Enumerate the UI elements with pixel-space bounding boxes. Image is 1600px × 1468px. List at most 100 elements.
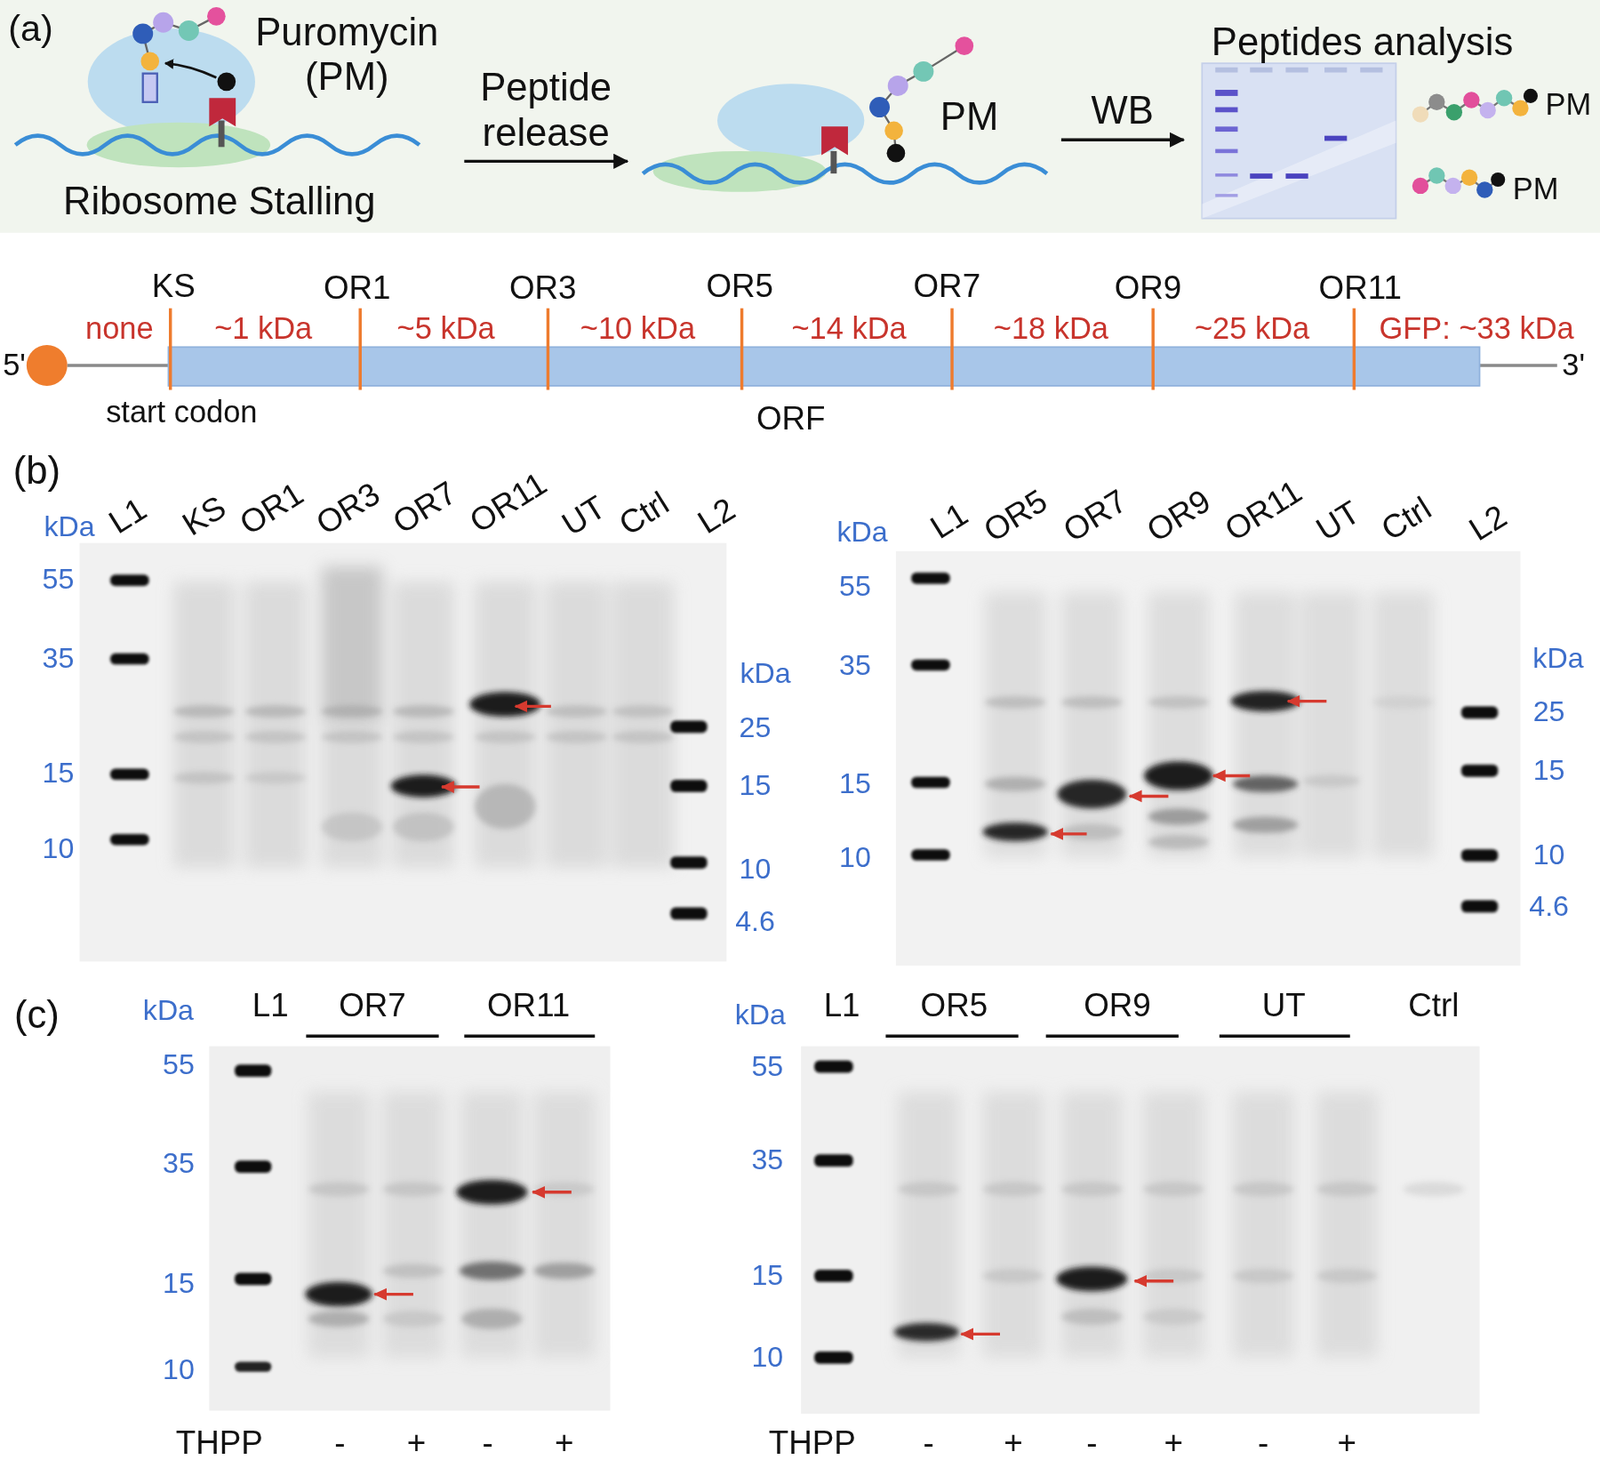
red-arrow xyxy=(532,1190,572,1193)
western-blot xyxy=(173,691,673,841)
western-blot xyxy=(911,776,951,789)
text-label: (b) xyxy=(13,448,61,494)
peptide-chain xyxy=(1476,181,1493,198)
western-blot xyxy=(474,784,536,830)
red-arrow xyxy=(1213,774,1250,777)
gel-illustration xyxy=(1201,63,1396,218)
western-blot xyxy=(670,856,707,869)
lane-label: OR9 xyxy=(1141,483,1216,547)
orf-map xyxy=(359,308,362,391)
western-blot xyxy=(321,730,384,744)
lane-underline xyxy=(1046,1033,1179,1037)
orf-map xyxy=(1151,308,1154,391)
stage-text: Puromycin (PM) xyxy=(245,9,450,99)
lane-label: OR11 xyxy=(1219,474,1308,547)
stage-text: PM xyxy=(1512,171,1560,208)
western-blot xyxy=(1372,696,1434,709)
peptide-chain xyxy=(1445,177,1462,194)
marker-size-label: 35 xyxy=(751,1144,784,1177)
orf-map xyxy=(546,308,550,391)
western-blot xyxy=(1232,1181,1295,1196)
western-blot xyxy=(173,566,673,868)
lane-label: L1 xyxy=(925,496,974,544)
western-blot xyxy=(984,776,1047,792)
text-label: OR11 xyxy=(1319,269,1402,307)
western-blot xyxy=(814,1153,854,1167)
gel-illustration xyxy=(1215,67,1238,73)
western-blot xyxy=(1061,1308,1123,1325)
western-blot xyxy=(1056,1266,1128,1292)
western-blot xyxy=(1402,1181,1464,1196)
western-blot xyxy=(1143,1181,1205,1196)
marker-size-label: 4.6 xyxy=(1528,889,1569,923)
stage-group: Puromycin (PM)Ribosome Stalling xyxy=(59,5,465,228)
ribosome-illustration xyxy=(830,151,837,174)
marker-size-label: 10 xyxy=(1533,839,1566,872)
text-label: 3' xyxy=(1561,347,1585,384)
text-label: THPP xyxy=(176,1424,264,1462)
ribosome-illustration xyxy=(132,23,153,44)
western-blot xyxy=(1316,1268,1378,1283)
lane-label: OR7 xyxy=(1057,483,1133,547)
text-label: OR5 xyxy=(920,986,989,1024)
western-blot xyxy=(1143,1308,1205,1325)
marker-size-label: 55 xyxy=(751,1049,784,1083)
western-blot xyxy=(984,592,1047,857)
marker-size-label: kDa xyxy=(836,516,888,550)
text-label: + xyxy=(407,1424,426,1462)
lane-label: OR5 xyxy=(977,483,1053,547)
red-arrow xyxy=(515,704,552,708)
western-blot xyxy=(173,771,235,784)
lane-label: OR7 xyxy=(387,475,463,539)
lane-label: OR1 xyxy=(234,476,310,540)
text-label: OR9 xyxy=(1114,269,1183,307)
marker-size-label: 35 xyxy=(162,1146,195,1180)
western-blot xyxy=(392,730,455,744)
red-arrow xyxy=(1050,832,1087,835)
western-blot xyxy=(982,1268,1044,1283)
orf-map xyxy=(170,308,1355,391)
western-blot xyxy=(545,730,608,744)
lane-label: L1 xyxy=(103,491,152,539)
stage-text: PM xyxy=(1545,87,1592,123)
western-blot xyxy=(612,581,674,867)
western-blot xyxy=(234,1064,272,1372)
text-label: L1 xyxy=(252,986,289,1024)
western-blot xyxy=(814,1060,854,1364)
red-arrow xyxy=(1129,794,1169,798)
fragment-size-label: ~10 kDa xyxy=(580,311,696,347)
gel-illustration xyxy=(1360,67,1383,73)
western-blot xyxy=(461,1308,523,1329)
western-blot xyxy=(814,1351,854,1364)
panel-letter: (a) xyxy=(8,7,54,50)
text-label: KS xyxy=(152,266,196,304)
ribosome-illustration xyxy=(888,75,909,96)
western-blot xyxy=(1061,823,1123,840)
lane-label: L2 xyxy=(1464,498,1512,546)
western-blot xyxy=(1147,592,1209,857)
western-blot xyxy=(982,1091,1044,1357)
marker-size-label: 10 xyxy=(751,1340,784,1374)
western-blot xyxy=(533,1181,595,1196)
western-blot xyxy=(1316,1091,1378,1357)
marker-size-label: 10 xyxy=(42,832,75,866)
marker-size-label: 25 xyxy=(739,711,772,744)
ribosome-illustration xyxy=(954,36,974,56)
western-blot xyxy=(1372,592,1434,857)
text-label: + xyxy=(554,1424,574,1462)
western-blot xyxy=(670,907,707,920)
western-blot xyxy=(234,1360,272,1371)
western-blot xyxy=(1147,808,1209,824)
western-blot xyxy=(80,543,728,962)
marker-size-label: 15 xyxy=(162,1267,195,1301)
western-blot xyxy=(461,1091,523,1357)
western-blot xyxy=(1232,1091,1295,1357)
stage-group: PM xyxy=(627,5,1062,228)
ribosome-illustration xyxy=(821,126,848,155)
western-blot xyxy=(896,551,1521,966)
peptide-chain xyxy=(1461,169,1478,186)
western-blot xyxy=(1056,779,1127,808)
text-label: - xyxy=(482,1424,494,1462)
peptide-chain xyxy=(1412,105,1429,122)
marker-size-label: 35 xyxy=(839,648,872,682)
